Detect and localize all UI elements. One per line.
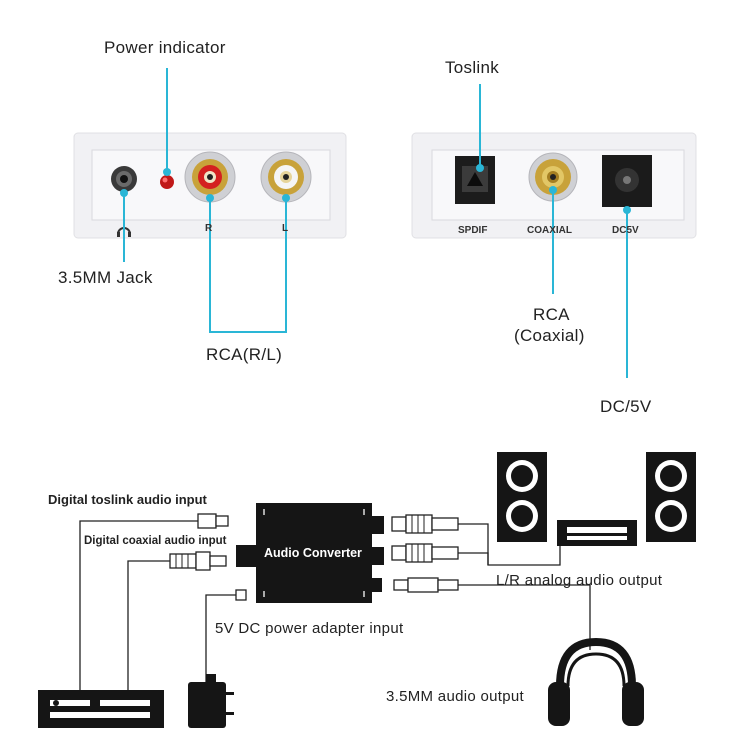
toslink-input-label: Digital toslink audio input	[48, 492, 207, 507]
rca-r-port	[184, 151, 236, 203]
power-input-label: 5V DC power adapter input	[215, 620, 404, 637]
power-adapter	[188, 674, 234, 728]
headphone-jack	[111, 166, 137, 192]
dc-port	[602, 155, 652, 207]
rca-rl-label: RCA(R/L)	[206, 345, 283, 364]
rca-output-plug-r	[391, 514, 459, 534]
rca-coaxial-label-2: (Coaxial)	[514, 326, 585, 345]
port-dc-label: DC5V	[612, 225, 639, 236]
callout-lines	[123, 68, 628, 378]
connection-wires	[79, 520, 591, 690]
headphone-output-label: 3.5MM audio output	[386, 688, 524, 705]
port-spdif-label: SPDIF	[458, 225, 488, 236]
front-panel	[73, 132, 347, 239]
headphones-icon	[548, 637, 644, 726]
port-coaxial-label: COAXIAL	[527, 225, 572, 236]
source-device	[38, 690, 164, 728]
audio-converter-device	[236, 503, 384, 603]
coaxial-input-label: Digital coaxial audio input	[84, 535, 227, 547]
device-title: Audio Converter	[264, 546, 362, 560]
rca-coaxial-label-1: RCA	[533, 305, 570, 324]
toslink-label: Toslink	[445, 58, 500, 77]
amplifier	[557, 520, 637, 546]
power-indicator-label: Power indicator	[104, 38, 226, 57]
dc-label: DC/5V	[600, 397, 652, 416]
headphone-output-plug	[393, 577, 459, 593]
toslink-port	[455, 156, 495, 204]
speaker-left	[497, 452, 547, 542]
speaker-right	[646, 452, 696, 542]
callout-dots	[120, 164, 631, 214]
power-led	[160, 175, 174, 189]
port-l-label: L	[282, 223, 289, 234]
toslink-plug	[197, 513, 229, 529]
power-plug	[235, 589, 247, 601]
rca-output-plug-l	[391, 543, 459, 563]
port-r-label: R	[205, 223, 213, 234]
jack-label: 3.5MM Jack	[58, 268, 153, 287]
coaxial-port	[528, 152, 578, 202]
analog-output-label: L/R analog audio output	[496, 572, 663, 589]
rca-l-port	[260, 151, 312, 203]
coaxial-plug	[169, 551, 227, 571]
